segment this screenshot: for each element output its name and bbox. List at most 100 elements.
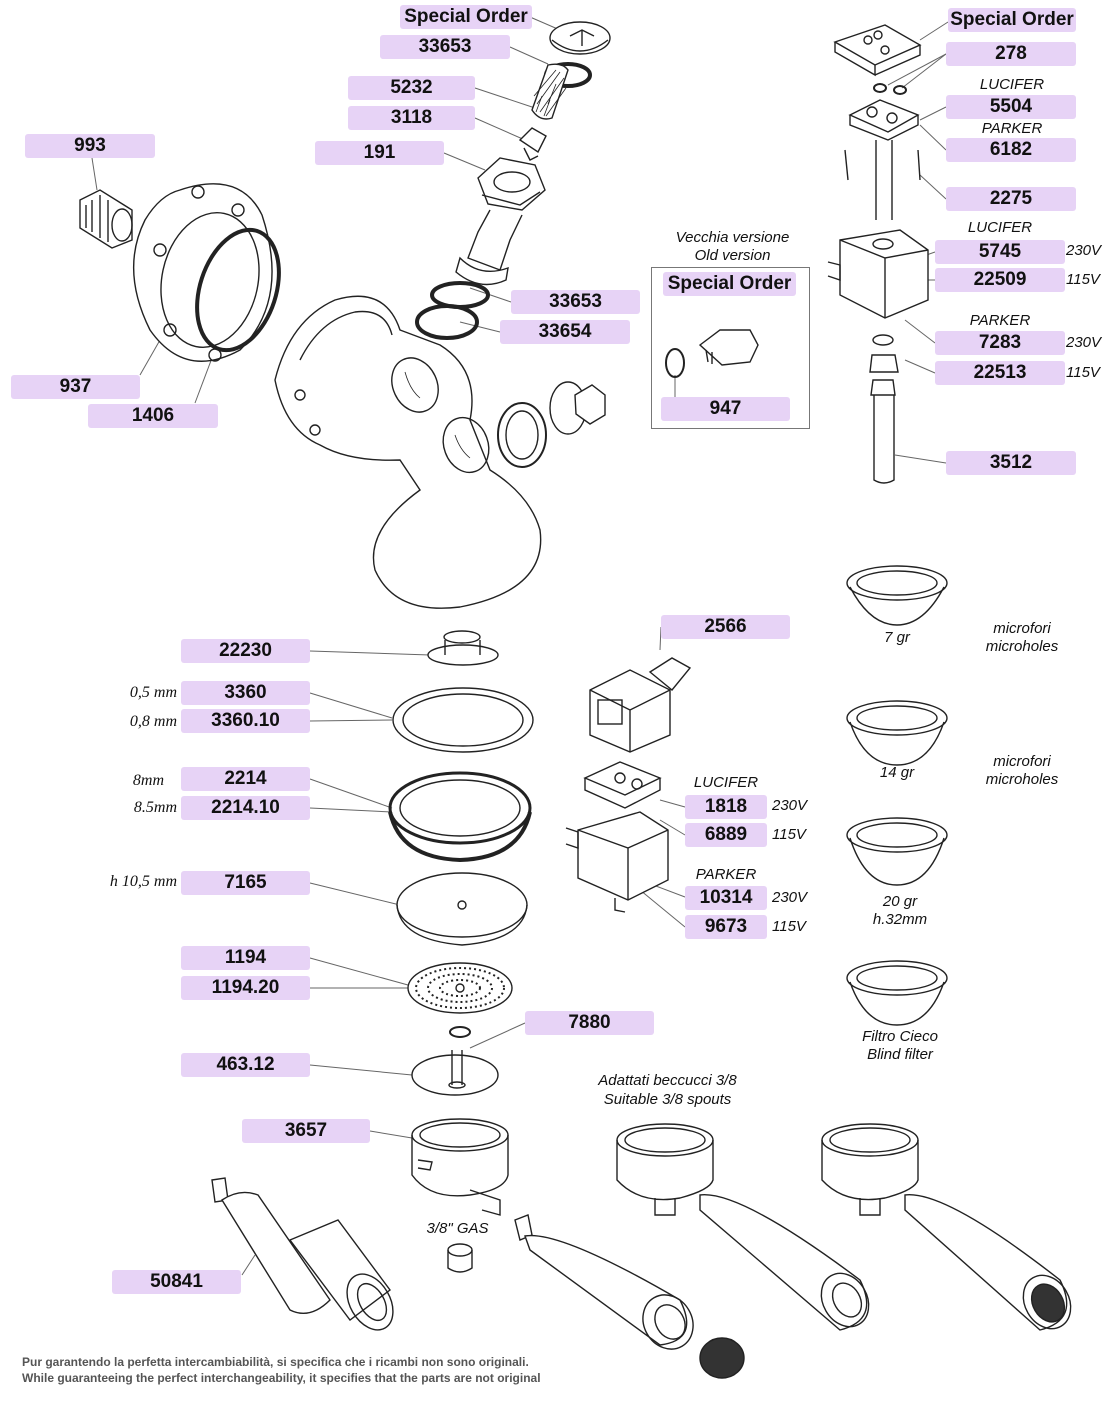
voltage-10314: 230V — [772, 889, 808, 906]
label-special-order-box[interactable]: Special Order — [663, 272, 796, 296]
dim-3360-10: 0,8 mm — [129, 713, 177, 730]
label-3118[interactable]: 3118 — [348, 106, 475, 130]
oring-33653-mid — [430, 281, 490, 309]
label-7165[interactable]: 7165 — [181, 871, 310, 895]
leader-lines — [91, 16, 949, 1276]
label-special-order-top[interactable]: Special Order — [400, 5, 532, 29]
label-3360-10[interactable]: 3360.10 — [181, 709, 310, 733]
footer-disclaimer-it: Pur garantendo la perfetta intercambiabi… — [22, 1355, 529, 1369]
label-1818[interactable]: 1818 — [685, 795, 767, 819]
label-33653-top[interactable]: 33653 — [380, 35, 510, 59]
label-1194[interactable]: 1194 — [181, 946, 310, 970]
note-filter-7: 7 gr — [884, 629, 910, 646]
note-old-version-it: Vecchia versione — [675, 229, 790, 246]
label-7880[interactable]: 7880 — [525, 1011, 654, 1035]
washer-7880 — [449, 1026, 471, 1038]
label-special-order-right[interactable]: Special Order — [948, 8, 1076, 32]
label-10314[interactable]: 10314 — [685, 886, 767, 910]
voltage-22513: 115V — [1066, 364, 1100, 381]
label-9673[interactable]: 9673 — [685, 915, 767, 939]
dim-2214-10: 8.5mm — [133, 799, 177, 816]
note-filter-20-height: h.32mm — [872, 911, 928, 928]
note-spouts-en: Suitable 3/8 spouts — [603, 1091, 732, 1108]
nozzle-3118 — [518, 127, 547, 161]
label-3512[interactable]: 3512 — [946, 451, 1076, 475]
note-gas: 3/8" GAS — [426, 1220, 489, 1237]
gasket-3360 — [392, 687, 534, 753]
label-2214-10[interactable]: 2214.10 — [181, 796, 310, 820]
label-463-12[interactable]: 463.12 — [181, 1053, 310, 1077]
label-1194-20[interactable]: 1194.20 — [181, 976, 310, 1000]
old-version-frame — [651, 267, 810, 429]
voltage-7283: 230V — [1066, 334, 1102, 351]
voltage-5745: 230V — [1066, 242, 1102, 259]
label-3360[interactable]: 3360 — [181, 681, 310, 705]
label-5745[interactable]: 5745 — [935, 240, 1065, 264]
mesh-filter — [531, 63, 569, 120]
shower-screen-1194 — [407, 962, 513, 1014]
label-278[interactable]: 278 — [946, 42, 1076, 66]
gasket-1406 — [195, 227, 281, 353]
note-spouts-it: Adattati beccucci 3/8 — [598, 1072, 737, 1089]
dim-7165: h 10,5 mm — [109, 873, 177, 890]
spout-nipple — [447, 1243, 473, 1273]
note-lucifer-3: LUCIFER — [693, 774, 759, 791]
voltage-6889: 115V — [772, 826, 806, 843]
note-blind-it: Filtro Cieco — [862, 1028, 938, 1045]
gasket-2214 — [388, 771, 532, 863]
handle-middle — [514, 1214, 745, 1379]
label-937[interactable]: 937 — [11, 375, 140, 399]
note-microholes-1-en: microholes — [985, 638, 1059, 655]
dim-2214: 8mm — [132, 772, 164, 789]
voltage-22509: 115V — [1066, 271, 1100, 288]
label-947[interactable]: 947 — [661, 397, 790, 421]
washer-plug — [497, 381, 606, 468]
portafilter-spout-2 — [821, 1123, 1072, 1331]
solenoid-middle — [565, 761, 669, 913]
label-22230[interactable]: 22230 — [181, 639, 310, 663]
portafilter-3657 — [411, 1118, 509, 1216]
label-191[interactable]: 191 — [315, 141, 444, 165]
note-microholes-2-it: microfori — [993, 753, 1051, 770]
label-50841[interactable]: 50841 — [112, 1270, 241, 1294]
label-2566[interactable]: 2566 — [661, 615, 790, 639]
label-7283[interactable]: 7283 — [935, 331, 1065, 355]
label-22513[interactable]: 22513 — [935, 361, 1065, 385]
label-5232[interactable]: 5232 — [348, 76, 475, 100]
label-5504[interactable]: 5504 — [946, 95, 1076, 119]
dim-3360: 0,5 mm — [129, 684, 177, 701]
label-33653-mid[interactable]: 33653 — [511, 290, 640, 314]
label-6889[interactable]: 6889 — [685, 823, 767, 847]
solenoid-right — [827, 24, 929, 484]
note-old-version-en: Old version — [694, 247, 771, 264]
label-33654[interactable]: 33654 — [500, 320, 630, 344]
dispersion-463-12 — [411, 1050, 499, 1096]
voltage-1818: 230V — [772, 797, 808, 814]
note-parker-2: PARKER — [969, 312, 1031, 329]
label-3657[interactable]: 3657 — [242, 1119, 370, 1143]
label-22509[interactable]: 22509 — [935, 268, 1065, 292]
note-lucifer-1: LUCIFER — [979, 76, 1045, 93]
oring-33654 — [415, 304, 479, 340]
note-filter-14: 14 gr — [879, 764, 915, 781]
label-993[interactable]: 993 — [25, 134, 155, 158]
note-parker-1: PARKER — [981, 120, 1043, 137]
label-1406[interactable]: 1406 — [88, 404, 218, 428]
label-2214[interactable]: 2214 — [181, 767, 310, 791]
label-2275[interactable]: 2275 — [946, 187, 1076, 211]
label-6182[interactable]: 6182 — [946, 138, 1076, 162]
nipple-993 — [79, 189, 133, 249]
fitting-191 — [455, 157, 546, 286]
shower-holder-7165 — [396, 872, 528, 946]
note-microholes-1-it: microfori — [993, 620, 1051, 637]
note-blind-en: Blind filter — [867, 1046, 933, 1063]
note-microholes-2-en: microholes — [985, 771, 1059, 788]
note-filter-20: 20 gr — [882, 893, 918, 910]
note-lucifer-2: LUCIFER — [967, 219, 1033, 236]
old-version-valve — [665, 329, 759, 378]
screw-22230 — [427, 630, 499, 666]
note-parker-3: PARKER — [695, 866, 757, 883]
voltage-9673: 115V — [772, 918, 806, 935]
